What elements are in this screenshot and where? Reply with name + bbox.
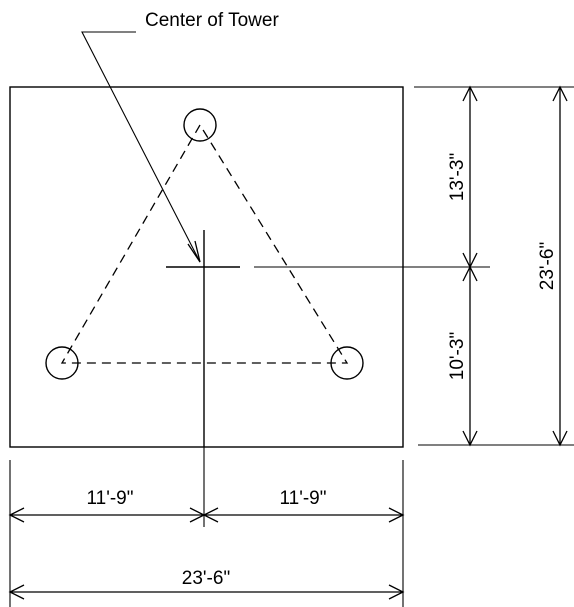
- tower-leg-left: [45, 346, 79, 380]
- dimension-bottom-total-label: 23'-6": [182, 568, 230, 589]
- callout-label: Center of Tower: [145, 10, 279, 31]
- dimension-lower-vertical: 10'-3": [447, 265, 478, 447]
- dimension-left-half-label: 11'-9": [87, 488, 134, 509]
- dimension-lower-vertical-label: 10'-3": [447, 332, 468, 380]
- dimension-right-half-label: 11'-9": [280, 488, 327, 509]
- dimension-right-total: 23'-6": [537, 85, 568, 447]
- dimension-upper-vertical-label: 13'-3": [447, 153, 468, 201]
- callout-leader-line: [81, 31, 201, 263]
- center-of-tower-callout: Center of Tower: [81, 10, 279, 263]
- tower-center-mark: [166, 230, 240, 447]
- dimension-right-total-label: 23'-6": [537, 242, 558, 290]
- dimension-upper-vertical: 13'-3": [447, 85, 478, 269]
- tower-leg-triangle: [60, 123, 349, 364]
- dimension-bottom-total: 23'-6": [8, 568, 405, 600]
- dimension-right-half: 11'-9": [202, 488, 405, 523]
- callout-arrowhead: [187, 240, 201, 263]
- tower-leg-right: [330, 346, 364, 380]
- dimension-left-half: 11'-9": [8, 488, 206, 523]
- tower-leg-top: [183, 108, 217, 142]
